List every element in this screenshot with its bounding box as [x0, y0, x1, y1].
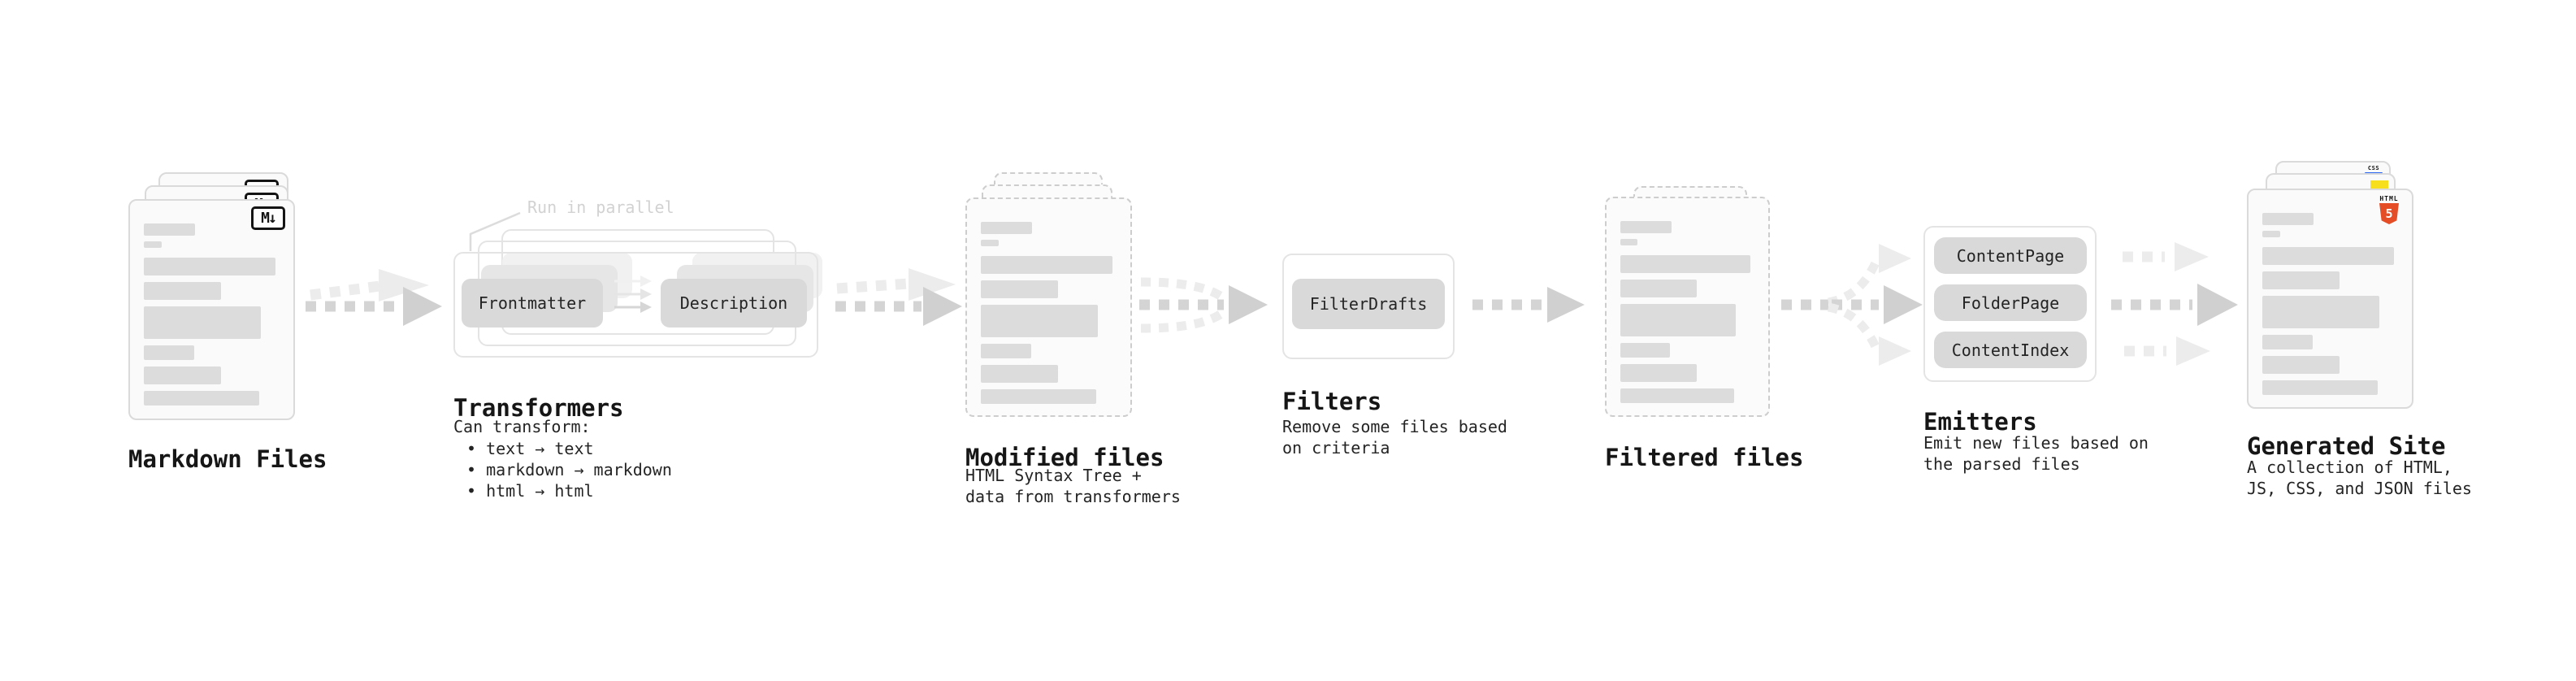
emitter-pill-contentindex: ContentIndex	[1934, 332, 2087, 368]
site-file-card-html: HTML 5	[2247, 189, 2413, 409]
html5-icon: HTML 5	[2376, 195, 2402, 224]
stage-title-filters: Filters	[1282, 388, 1382, 416]
doc-line	[144, 241, 162, 248]
stage-desc-filters: Remove some files based on criteria	[1282, 416, 1507, 458]
flow-arrow-emitters-to-site	[2111, 242, 2238, 366]
stage-title-filtered-files: Filtered files	[1605, 444, 1804, 472]
stage-title-emitters: Emitters	[1923, 408, 2037, 436]
document-skeleton	[130, 201, 293, 406]
doc-line	[2262, 296, 2379, 328]
stage-desc-modified-files: HTML Syntax Tree + data from transformer…	[965, 465, 1181, 507]
stage-title-modified-files: Modified files	[965, 444, 1164, 472]
stage-title-transformers: Transformers	[453, 394, 624, 423]
doc-line	[1620, 280, 1698, 297]
document-skeleton	[2249, 190, 2412, 395]
js-icon	[2370, 180, 2388, 189]
transformer-layer-front	[453, 252, 818, 358]
transform-list: text → text markdown → markdown html → h…	[453, 438, 672, 501]
doc-line	[981, 305, 1098, 337]
markdown-file-card-front: M↓	[128, 199, 295, 420]
stage-title-markdown-files: Markdown Files	[128, 445, 327, 474]
stage-desc-emitters: Emit new files based on the parsed files	[1923, 432, 2149, 475]
doc-line	[1620, 388, 1735, 403]
doc-line	[981, 365, 1059, 383]
doc-line	[981, 280, 1059, 298]
desc-line: the parsed files	[1923, 454, 2080, 474]
transformer-pill-frontmatter: Frontmatter	[462, 279, 603, 327]
document-skeleton	[1607, 198, 1768, 403]
doc-line	[1620, 304, 1736, 336]
doc-line	[981, 256, 1112, 274]
doc-line	[2262, 356, 2340, 374]
doc-line	[2262, 335, 2313, 349]
doc-line	[144, 391, 259, 406]
transform-item: text → text	[453, 438, 672, 459]
doc-line	[144, 282, 222, 300]
doc-line	[981, 222, 1033, 234]
doc-line	[144, 223, 196, 236]
doc-line	[1620, 343, 1671, 358]
doc-line	[2262, 213, 2314, 225]
transformer-pill-description: Description	[661, 279, 807, 327]
doc-line	[144, 367, 222, 384]
flow-arrow-markdown-to-transformers	[306, 269, 442, 326]
doc-line	[1620, 239, 1638, 245]
emitter-pill-contentpage: ContentPage	[1934, 237, 2087, 274]
transform-item: html → html	[453, 480, 672, 501]
desc-line: data from transformers	[965, 487, 1181, 506]
modified-file-card-front	[965, 197, 1132, 417]
doc-line	[1620, 364, 1698, 382]
stage-desc-transformers: Can transform: text → text markdown → ma…	[453, 416, 672, 501]
doc-line	[1620, 255, 1751, 273]
flow-arrow-transformers-to-modified	[835, 268, 962, 326]
desc-line: Remove some files based	[1282, 417, 1507, 436]
flow-arrow-split-to-emitters	[1781, 244, 1923, 366]
doc-line	[981, 240, 999, 246]
doc-line	[2262, 271, 2340, 289]
stage-title-generated-site: Generated Site	[2247, 432, 2446, 461]
filter-pill-filterdrafts: FilterDrafts	[1292, 279, 1445, 329]
doc-line	[2262, 380, 2378, 395]
flow-arrow-filters-to-filtered	[1472, 287, 1585, 323]
doc-line	[2262, 247, 2394, 265]
desc-line: HTML Syntax Tree +	[965, 466, 1142, 485]
doc-line	[144, 258, 275, 275]
emitter-pill-folderpage: FolderPage	[1934, 284, 2087, 321]
filtered-file-card-front	[1605, 197, 1770, 417]
desc-line: Can transform:	[453, 417, 591, 436]
doc-line	[1620, 221, 1672, 233]
stage-desc-generated-site: A collection of HTML, JS, CSS, and JSON …	[2247, 457, 2472, 499]
desc-line: Emit new files based on	[1923, 433, 2149, 453]
desc-line: on criteria	[1282, 438, 1390, 458]
doc-line	[144, 345, 194, 360]
document-skeleton	[967, 199, 1130, 404]
transform-item: markdown → markdown	[453, 459, 672, 480]
doc-line	[981, 389, 1096, 404]
doc-line	[2262, 231, 2280, 237]
run-in-parallel-note: Run in parallel	[527, 197, 674, 217]
desc-line: A collection of HTML,	[2247, 458, 2452, 477]
flow-arrow-merge-to-filters	[1139, 277, 1268, 333]
desc-line: JS, CSS, and JSON files	[2247, 479, 2472, 498]
doc-line	[981, 344, 1031, 358]
markdown-icon: M↓	[251, 206, 285, 230]
doc-line	[144, 306, 261, 339]
